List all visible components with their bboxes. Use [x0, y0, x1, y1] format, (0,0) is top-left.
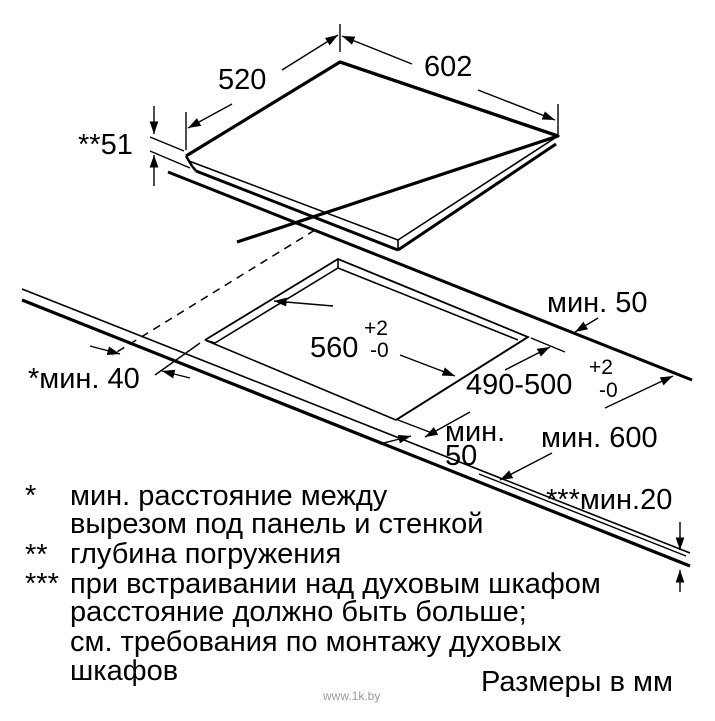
- note-3-line-2: расстояние должно быть больше;: [70, 596, 527, 628]
- dim-min-worktop-depth: мин. 600: [541, 422, 658, 454]
- dim-min-rear: мин. 50: [547, 287, 648, 319]
- watermark: www.1k.by: [323, 689, 381, 703]
- dim-cutout-depth: 490-500: [466, 369, 573, 401]
- units-label: Размеры в мм: [481, 666, 673, 698]
- dim-hob-width: 602: [424, 51, 473, 83]
- dim-hob-depth: 520: [218, 64, 267, 96]
- dim-cutout-width-tol-minus: -0: [370, 339, 389, 362]
- dim-immersion-depth: **51: [78, 129, 133, 161]
- worktop: [21, 170, 693, 568]
- wall-reference-line: [111, 229, 316, 356]
- note-mark-3: ***: [25, 568, 59, 600]
- note-2-line-1: глубина погружения: [70, 538, 342, 570]
- dim-min-front-label: мин.: [445, 416, 506, 448]
- side-clearance-extension: [154, 342, 201, 376]
- note-3-line-3: см. требования по монтажу духовых: [70, 626, 562, 658]
- note-1-line-2: вырезом под панель и стенкой: [70, 508, 484, 540]
- note-mark-2: **: [25, 539, 48, 571]
- note-1-line-1: мин. расстояние между: [70, 480, 388, 512]
- dim-min-side-wall: *мин. 40: [28, 363, 140, 395]
- dim-min-front-value: 50: [445, 440, 478, 472]
- dim-cutout-width-tol-plus: +2: [364, 317, 388, 340]
- note-3-line-1: при встраивании над духовым шкафом: [70, 568, 601, 600]
- dimension-lines: [89, 24, 687, 592]
- note-3-line-4: шкафов: [70, 655, 179, 687]
- dim-min-oven-gap: ***мин.20: [546, 484, 673, 516]
- note-mark-1: *: [25, 480, 37, 512]
- dim-cutout-width: 560: [310, 332, 359, 364]
- hob-outline: [184, 60, 560, 252]
- dim-cutout-depth-tol-plus: +2: [589, 356, 613, 379]
- dim-cutout-depth-tol-minus: -0: [599, 379, 618, 402]
- cutout-outline: [204, 257, 530, 421]
